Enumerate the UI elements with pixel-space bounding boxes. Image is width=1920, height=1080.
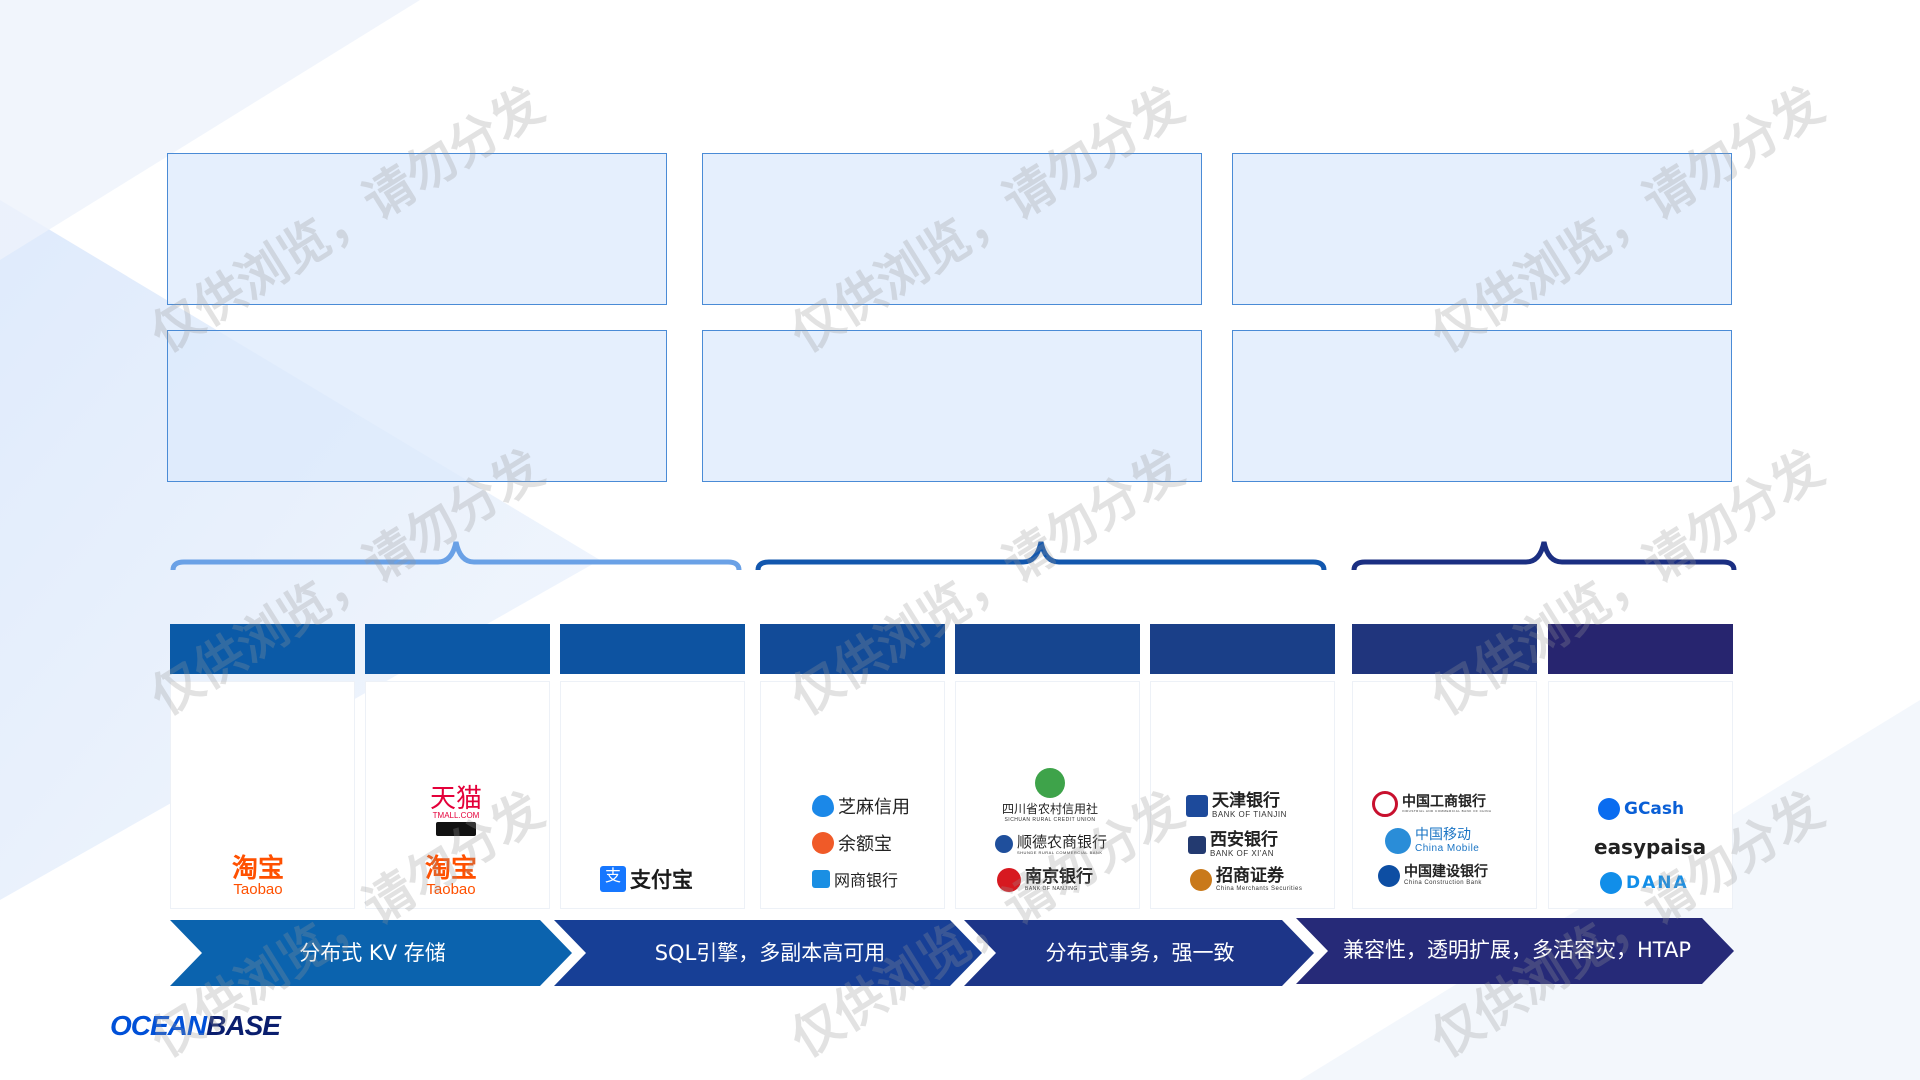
shunde-bank-en: SHUNDE RURAL COMMERCIAL BANK (1017, 849, 1103, 855)
china-mobile-logo: 中国移动 China Mobile (1385, 827, 1480, 855)
column-header-7 (1352, 624, 1537, 674)
column-header-1 (170, 624, 355, 674)
taobao-logo-2: 淘宝 Taobao (425, 856, 477, 897)
dana-icon (1600, 872, 1622, 894)
cms-logo: 招商证券 China Merchants Securities (1190, 867, 1302, 892)
gcash-logo: GCash (1598, 798, 1684, 820)
taobao-logo-en: Taobao (233, 881, 283, 898)
ccb-logo: 中国建设银行 China Construction Bank (1378, 864, 1488, 887)
tianjin-bank-icon (1186, 794, 1208, 817)
yuebao-text: 余额宝 (838, 834, 892, 855)
zhima-text: 芝麻信用 (838, 797, 910, 818)
nanjing-bank-text: 南京银行 (1025, 867, 1093, 887)
flow-label-2: SQL引擎，多副本高可用 (654, 941, 886, 965)
cms-text: 招商证券 (1216, 866, 1284, 886)
xian-bank-icon (1188, 835, 1206, 854)
taobao-logo-2-cn: 淘宝 (425, 854, 478, 884)
oceanbase-logo-part1: OCEAN (110, 1010, 207, 1041)
column-card-6 (1150, 681, 1335, 909)
flow-label-1: 分布式 KV 存储 (299, 941, 446, 965)
shunde-bank-icon (995, 835, 1013, 854)
column-card-8 (1548, 681, 1733, 909)
easypaisa-text: easypaisa (1594, 835, 1707, 859)
china-mobile-en: China Mobile (1415, 843, 1480, 855)
china-mobile-text: 中国移动 (1415, 827, 1471, 843)
column-card-3 (560, 681, 745, 909)
alipay-text: 支付宝 (630, 868, 693, 892)
mybank-logo: 网商银行 (812, 867, 898, 891)
sichuan-rcc-logo: 四川省农村信用社 SICHUAN RURAL CREDIT UNION (1002, 768, 1098, 823)
xian-bank-logo: 西安银行 BANK OF XI'AN (1188, 831, 1278, 858)
easypaisa-logo: easypaisa (1594, 835, 1706, 859)
panel-mid-2 (702, 330, 1202, 482)
taobao-logo-2-en: Taobao (426, 881, 476, 898)
cms-en: China Merchants Securities (1216, 885, 1303, 892)
tmall-logo: 天猫 TMALL.COM (430, 786, 482, 836)
brace-1 (170, 541, 742, 571)
yuebao-icon (812, 832, 834, 854)
gcash-text: GCash (1624, 799, 1685, 819)
ccb-icon (1378, 865, 1400, 887)
icbc-en: INDUSTRIAL AND COMMERCIAL BANK OF CHINA (1402, 809, 1492, 814)
nanjing-bank-logo: 南京银行 BANK OF NANJING (997, 867, 1093, 893)
sichuan-rcc-emblem-icon (1035, 768, 1065, 798)
column-header-2 (365, 624, 550, 674)
zhima-drop-icon (812, 795, 834, 817)
mybank-text: 网商银行 (834, 871, 899, 890)
mybank-icon (812, 870, 830, 888)
column-header-4 (760, 624, 945, 674)
panel-mid-3 (1232, 330, 1732, 482)
tmall-logo-cn: 天猫 (430, 784, 483, 814)
column-card-2 (365, 681, 550, 909)
alipay-icon: 支 (600, 866, 626, 892)
tmall-logo-en: TMALL.COM (432, 811, 480, 820)
sichuan-rcc-en: SICHUAN RURAL CREDIT UNION (1004, 817, 1096, 823)
column-header-6 (1150, 624, 1335, 674)
column-card-4 (760, 681, 945, 909)
ccb-en: China Construction Bank (1404, 880, 1482, 887)
dana-logo: DANA (1600, 872, 1689, 894)
tianjin-bank-en: BANK OF TIANJIN (1212, 809, 1287, 819)
panel-top-1 (167, 153, 667, 305)
china-mobile-icon (1385, 828, 1411, 855)
taobao-logo: 淘宝 Taobao (232, 856, 284, 897)
column-header-3 (560, 624, 745, 674)
ccb-text: 中国建设银行 (1404, 864, 1488, 880)
icbc-icon (1372, 791, 1398, 817)
tmall-cat-icon (436, 822, 476, 836)
yuebao-logo: 余额宝 (812, 830, 892, 856)
nanjing-bank-icon (997, 868, 1021, 893)
column-card-1 (170, 681, 355, 909)
oceanbase-logo: OCEANBASE (110, 1010, 281, 1042)
tianjin-bank-logo: 天津银行 BANK OF TIANJIN (1186, 792, 1287, 819)
column-header-5 (955, 624, 1140, 674)
nanjing-bank-en: BANK OF NANJING (1025, 885, 1078, 892)
oceanbase-logo-part2: BASE (206, 1010, 281, 1041)
dana-text: DANA (1626, 873, 1689, 893)
gcash-icon (1598, 798, 1620, 820)
xian-bank-en: BANK OF XI'AN (1210, 848, 1275, 858)
xian-bank-text: 西安银行 (1210, 830, 1278, 850)
tianjin-bank-text: 天津银行 (1212, 791, 1280, 811)
panel-top-2 (702, 153, 1202, 305)
icbc-logo: 中国工商银行 INDUSTRIAL AND COMMERCIAL BANK OF… (1372, 791, 1491, 817)
brace-2 (755, 541, 1327, 571)
taobao-logo-cn: 淘宝 (232, 854, 285, 884)
brace-3 (1351, 541, 1737, 571)
column-header-8 (1548, 624, 1733, 674)
alipay-logo: 支 支付宝 (600, 864, 693, 894)
sichuan-rcc-text: 四川省农村信用社 (1002, 802, 1099, 816)
panel-top-3 (1232, 153, 1732, 305)
shunde-bank-logo: 顺德农商银行 SHUNDE RURAL COMMERCIAL BANK (995, 834, 1107, 855)
flow-label-3: 分布式事务，强一致 (1045, 941, 1235, 965)
shunde-bank-text: 顺德农商银行 (1017, 833, 1108, 851)
icbc-text: 中国工商银行 (1402, 793, 1486, 810)
flow-label-4: 兼容性，透明扩展，多活容灾，HTAP (1342, 938, 1692, 962)
zhima-logo: 芝麻信用 (812, 793, 910, 819)
panel-mid-1 (167, 330, 667, 482)
cms-icon (1190, 868, 1212, 891)
